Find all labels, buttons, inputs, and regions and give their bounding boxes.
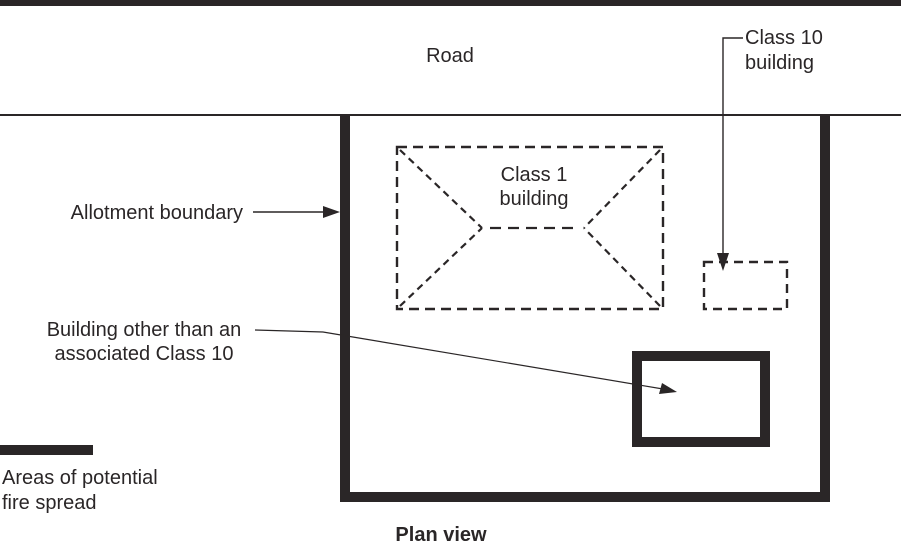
building-other-label-line2: associated Class 10 (54, 343, 234, 365)
building-other-outline (632, 351, 770, 447)
diagram-caption: Plan view (395, 524, 487, 546)
class10-building-outline (702, 260, 789, 311)
fire-spread-legend-label: Areas of potential fire spread (2, 466, 158, 516)
roof-diagonal-bottom-left (399, 227, 483, 307)
legend-label-line1: Areas of potential (2, 467, 158, 489)
roof-diagonal-top-left (399, 149, 483, 229)
arrow-right-icon (323, 206, 340, 218)
allotment-boundary-label: Allotment boundary (70, 202, 243, 224)
fire-spread-legend-swatch (0, 445, 93, 455)
allotment-boundary-outline (340, 115, 830, 502)
building-other-label-line1: Building other than an (46, 319, 242, 341)
class10-building-label: Class 10 building (745, 26, 823, 76)
roof-diagonal-bottom-right (583, 227, 661, 307)
building-other-leader-line (254, 329, 664, 390)
roof-diagonal-top-right (583, 149, 661, 229)
class10-leader-line (722, 37, 743, 257)
top-border-line (0, 0, 901, 6)
class10-label-line1: Class 10 (745, 27, 823, 49)
building-other-label: Building other than an associated Class … (47, 318, 242, 366)
class1-building-label: Class 1 building (500, 163, 569, 211)
class1-label-line1: Class 1 (500, 164, 568, 186)
class1-roof-lines (399, 149, 661, 307)
legend-label-line2: fire spread (2, 492, 97, 514)
road-label: Road (426, 45, 474, 67)
class10-label-line2: building (745, 52, 814, 74)
class1-label-line2: building (499, 188, 569, 210)
road-frontage-line (0, 114, 901, 116)
class1-building-outline (395, 145, 665, 311)
arrow-right-diagonal-icon (659, 383, 677, 394)
arrow-down-icon (717, 253, 729, 271)
